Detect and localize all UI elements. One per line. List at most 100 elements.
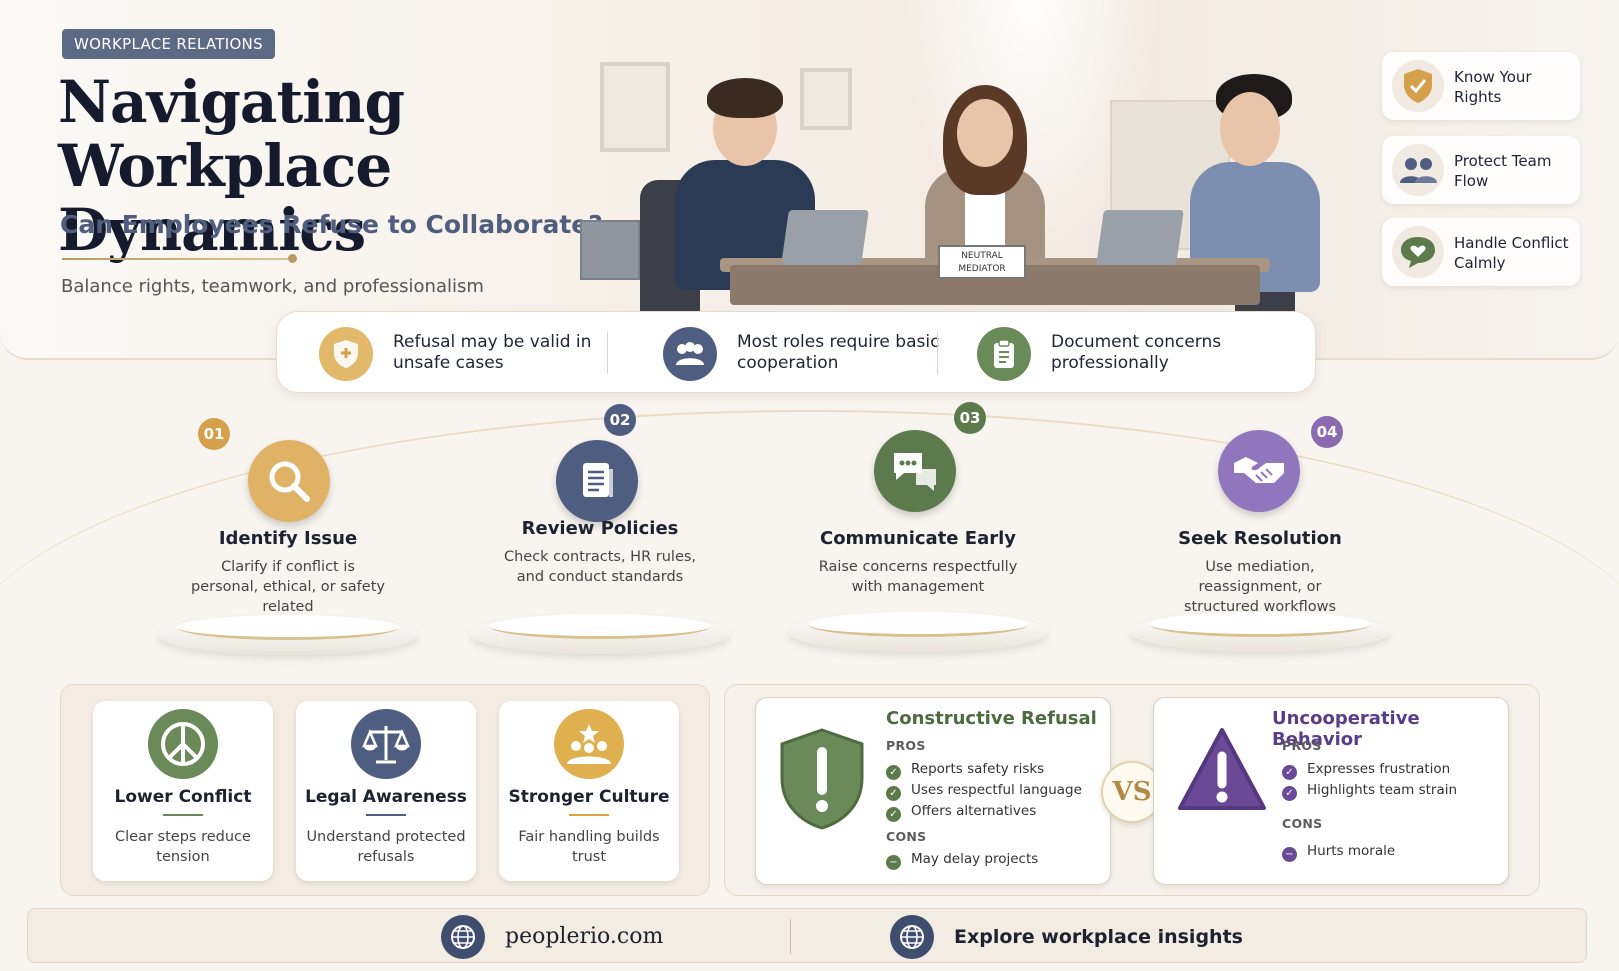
team-star-icon (554, 709, 624, 779)
feature-know-your-rights[interactable]: Know Your Rights (1382, 52, 1580, 120)
handshake-icon (1218, 430, 1300, 512)
pedestal (788, 612, 1048, 652)
title-line-2: Workplace Dynamics (58, 132, 392, 264)
globe-icon (441, 914, 485, 959)
pro-item: ✓ Expresses frustration (1282, 760, 1451, 780)
meeting-illustration: NEUTRAL MEDIATOR (580, 40, 1340, 358)
chat-icon (874, 430, 956, 512)
page-title: Navigating Workplace Dynamics (58, 70, 698, 262)
benefit-lower-conflict: Lower Conflict Clear steps reduce tensio… (93, 701, 273, 881)
pro-text: Highlights team strain (1307, 782, 1458, 798)
feature-label: Handle Conflict Calmly (1454, 234, 1569, 272)
benefit-underline (569, 814, 609, 816)
minus-icon: − (886, 855, 901, 870)
cons-label: CONS (886, 829, 927, 844)
step-number: 03 (954, 402, 986, 434)
step-title: Communicate Early (819, 528, 1016, 549)
benefit-underline (366, 814, 406, 816)
pro-text: Expresses frustration (1307, 761, 1451, 777)
website-text: peoplerio.com (505, 924, 664, 949)
check-icon: ✓ (1282, 765, 1297, 780)
benefit-underline (163, 814, 203, 816)
neutral-mediator-nameplate: NEUTRAL MEDIATOR (938, 245, 1026, 279)
explore-insights-link[interactable]: Explore workplace insights (890, 909, 1243, 964)
pedestal (470, 614, 730, 654)
step-number: 04 (1311, 416, 1343, 448)
chat-heart-icon (1392, 226, 1444, 278)
process-arc (0, 410, 1619, 910)
shield-warning-icon (780, 728, 864, 830)
con-text: May delay projects (911, 851, 1039, 867)
pros-label: PROS (886, 738, 926, 753)
title-line-1: Navigating (58, 68, 405, 136)
benefit-description: Understand protected refusals (306, 829, 466, 865)
step-title: Identify Issue (218, 528, 358, 549)
tagline: Balance rights, teamwork, and profession… (61, 276, 484, 297)
step-description: Check contracts, HR rules, and conduct s… (503, 549, 697, 585)
pro-text: Uses respectful language (911, 782, 1082, 798)
wall-frame (600, 62, 670, 152)
key-points-bar: Refusal may be valid in unsafe cases Mos… (276, 311, 1316, 393)
benefit-description: Clear steps reduce tension (115, 829, 251, 865)
benefit-description: Fair handling builds trust (518, 829, 660, 865)
card-title: Uncooperative Behavior (1272, 708, 1420, 750)
step-description: Clarify if conflict is personal, ethical… (191, 559, 385, 615)
shield-plus-icon (319, 327, 373, 381)
key-point-label: Document concerns professionally (1051, 332, 1222, 373)
divider (790, 919, 791, 954)
con-text: Hurts morale (1307, 843, 1396, 859)
pro-item: ✓Reports safety risks (886, 760, 1044, 780)
binders (580, 220, 640, 280)
page-subtitle: Can Employees Refuse to Collaborate? (60, 210, 603, 239)
con-item: −Hurts morale (1282, 842, 1396, 862)
feature-label: Know Your Rights (1454, 68, 1532, 106)
category-tag: WORKPLACE RELATIONS (62, 29, 275, 59)
check-icon: ✓ (1282, 786, 1297, 801)
con-item: −May delay projects (886, 850, 1039, 870)
cons-label: CONS (1282, 816, 1323, 831)
key-point-label: Most roles require basic cooperation (737, 332, 940, 373)
explore-text: Explore workplace insights (954, 925, 1243, 948)
step-title: Seek Resolution (1178, 528, 1342, 549)
feature-handle-conflict[interactable]: Handle Conflict Calmly (1382, 218, 1580, 286)
laptop-right (1096, 210, 1184, 265)
globe-icon (890, 914, 934, 959)
pedestal (158, 615, 418, 655)
pro-item: ✓Offers alternatives (886, 802, 1036, 822)
pro-item: ✓Uses respectful language (886, 781, 1082, 801)
step-number: 02 (604, 404, 636, 436)
benefit-title: Stronger Culture (508, 787, 670, 807)
benefit-title: Legal Awareness (305, 787, 467, 807)
pros-label: PROS (1282, 738, 1322, 753)
minus-icon: − (1282, 847, 1297, 862)
scales-icon (351, 709, 421, 779)
website-link[interactable]: peoplerio.com (441, 909, 663, 964)
hero-banner: WORKPLACE RELATIONS Navigating Workplace… (0, 0, 1619, 360)
shield-check-icon (1392, 60, 1444, 112)
laptop-left (781, 210, 869, 265)
nameplate-line-1: NEUTRAL (961, 251, 1003, 261)
pro-item: ✓ Highlights team strain (1282, 781, 1458, 801)
pedestal (1130, 612, 1390, 652)
step-description: Use mediation, reassignment, or structur… (1183, 559, 1337, 615)
team-icon (1392, 144, 1444, 196)
feature-label: Protect Team Flow (1454, 152, 1552, 190)
warning-triangle-icon (1178, 728, 1266, 810)
check-icon: ✓ (886, 765, 901, 780)
key-point-label: Refusal may be valid in unsafe cases (393, 332, 592, 373)
divider (607, 332, 608, 374)
nameplate-line-2: MEDIATOR (958, 264, 1006, 274)
footer-bar: peoplerio.com Explore workplace insights (27, 908, 1587, 963)
benefits-panel: Lower Conflict Clear steps reduce tensio… (60, 684, 710, 896)
card-title: Constructive Refusal (886, 708, 1097, 729)
constructive-refusal-card: Constructive Refusal PROS ✓Reports safet… (755, 697, 1111, 885)
wall-frame (800, 68, 852, 130)
check-icon: ✓ (886, 807, 901, 822)
comparison-panel: Constructive Refusal PROS ✓Reports safet… (724, 684, 1540, 896)
step-title: Review Policies (521, 518, 679, 539)
step-number: 01 (198, 418, 230, 450)
group-icon (663, 327, 717, 381)
feature-protect-team-flow[interactable]: Protect Team Flow (1382, 136, 1580, 204)
underline-dot (288, 254, 297, 263)
clipboard-icon (977, 327, 1031, 381)
